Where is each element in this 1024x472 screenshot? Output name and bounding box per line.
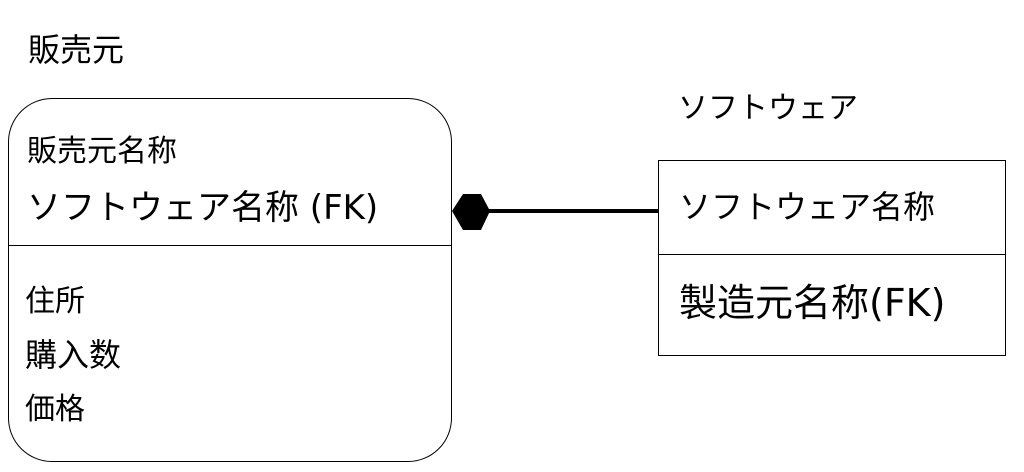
entity-box-hanbaimoto: 販売元名称 ソフトウェア名称 (FK) 住所 購入数 価格 <box>8 98 452 462</box>
entity-box-software: ソフトウェア名称 製造元名称(FK) <box>658 160 1006 356</box>
key-attribute-software-name-fk: ソフトウェア名称 (FK) <box>27 188 379 228</box>
attribute-price: 価格 <box>25 392 85 427</box>
entity-title-hanbaimoto: 販売元 <box>28 31 125 69</box>
key-divider-software <box>659 254 1005 255</box>
key-attribute-software-name: ソフトウェア名称 <box>679 188 936 226</box>
attribute-address: 住所 <box>25 284 85 319</box>
key-attribute-hanbaimoto-name: 販売元名称 <box>27 134 177 169</box>
entity-title-software: ソフトウェア <box>678 91 858 126</box>
key-divider-hanbaimoto <box>9 245 451 246</box>
attribute-manufacturer-name-fk: 製造元名称(FK) <box>679 281 946 325</box>
attribute-purchase-count: 購入数 <box>25 336 122 374</box>
many-cardinality-dot-icon <box>452 194 490 230</box>
